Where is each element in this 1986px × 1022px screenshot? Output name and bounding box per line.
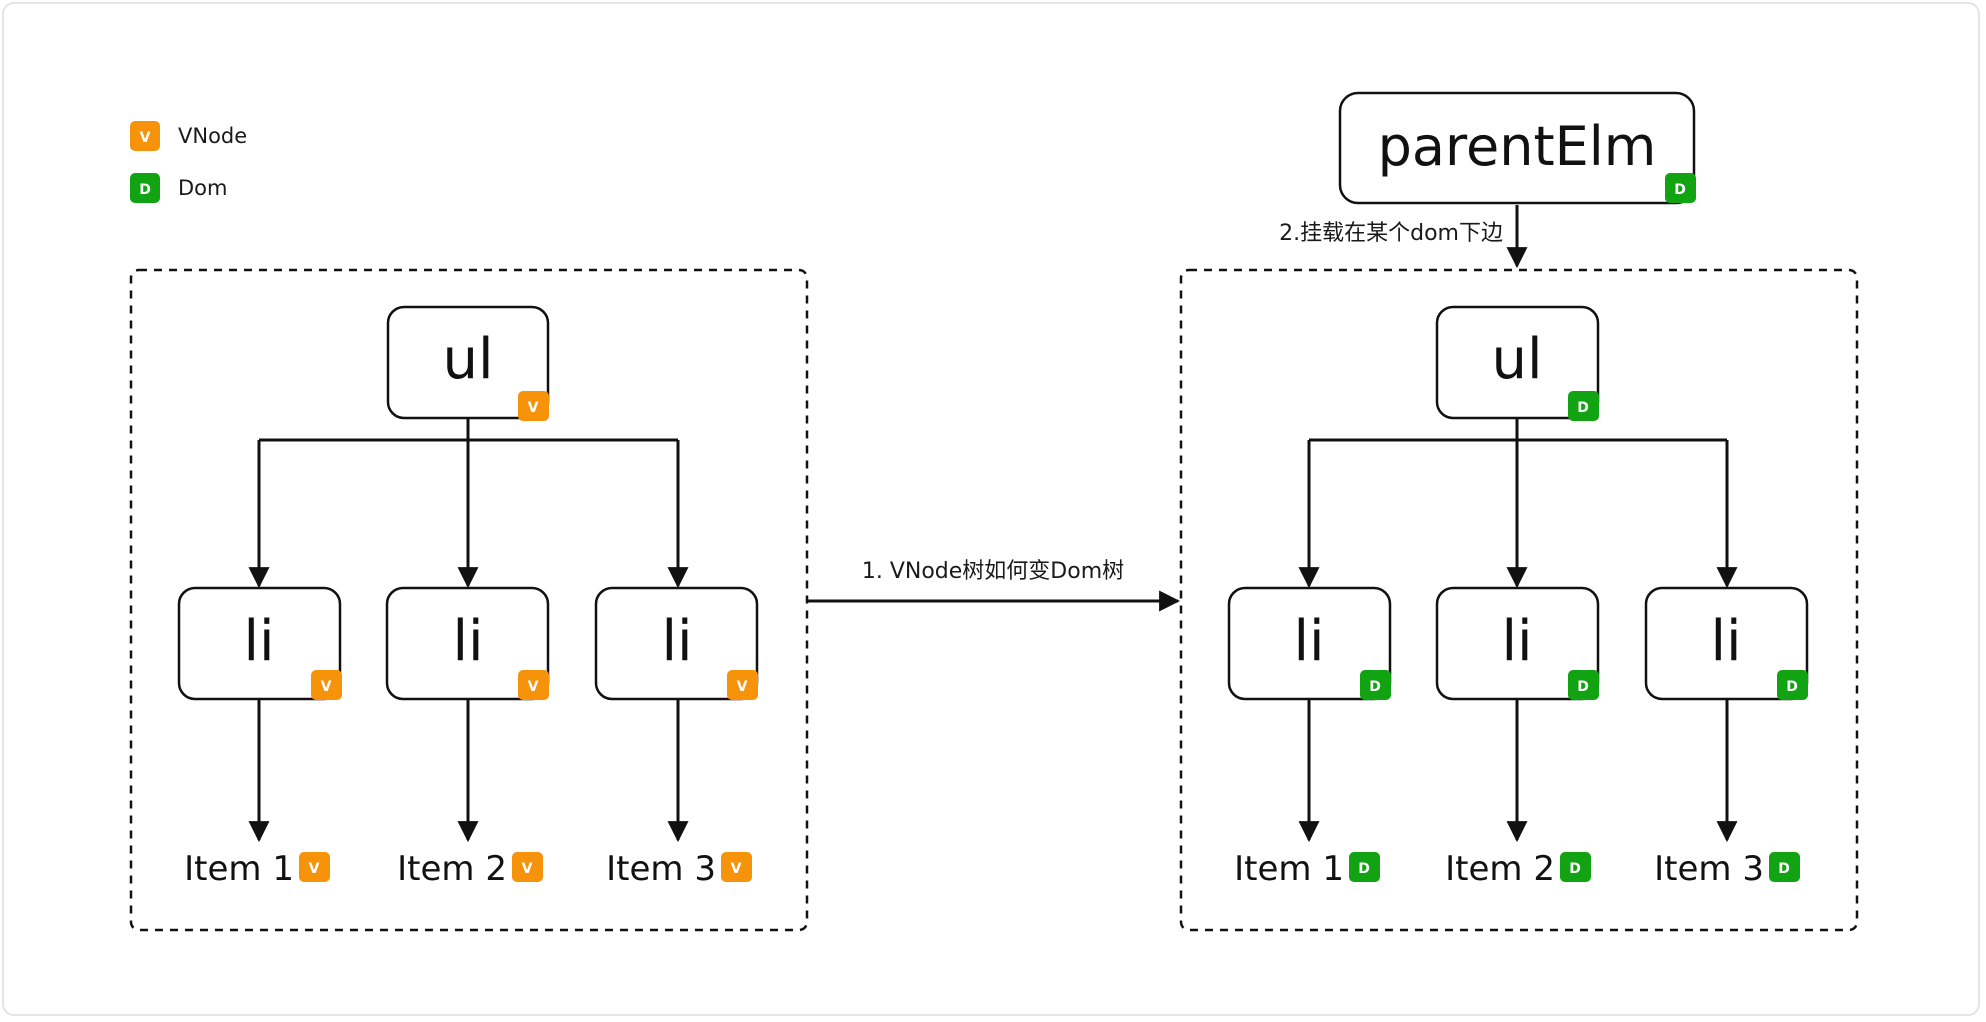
transform-label: 1. VNode树如何变Dom树: [862, 559, 1124, 584]
vnode-text-node-1: Item 1 V: [184, 849, 330, 889]
legend-dom-label: Dom: [178, 176, 227, 200]
dom-ul-badge: [1568, 391, 1599, 421]
parent-elm-label: parentElm: [1378, 115, 1657, 178]
dom-li-badge-text-1: D: [1369, 679, 1381, 695]
dom-ul-box: [1435, 305, 1600, 420]
vnode-ul-badge-text: V: [528, 400, 539, 416]
vnode-li-badge-2: [518, 670, 549, 700]
parent-elm-box: [1338, 91, 1696, 205]
dom-ul-node: ul D: [1435, 305, 1600, 421]
transform-edge: 1. VNode树如何变Dom树: [808, 559, 1181, 612]
mount-label: 2.挂载在某个dom下边: [1279, 221, 1503, 246]
legend-vnode-label: VNode: [178, 124, 247, 148]
legend-vnode-badge: V: [140, 130, 151, 146]
parent-elm-badge-text: D: [1674, 182, 1686, 198]
legend: V VNode D Dom: [130, 121, 247, 203]
dom-text-badge-text-2: D: [1569, 861, 1581, 877]
vnode-li-node-2: li V: [385, 586, 550, 701]
vnode-ul-badge: [518, 391, 549, 421]
legend-dom-swatch: [130, 173, 160, 203]
dom-li-badge-text-2: D: [1577, 679, 1589, 695]
vnode-text-badge-text-3: V: [731, 861, 742, 877]
parent-elm-node: parentElm D: [1338, 91, 1696, 205]
vnode-tree-container: [129, 268, 809, 932]
dom-li-badge-text-3: D: [1786, 679, 1798, 695]
dom-tree-edges: [1298, 418, 1738, 843]
vnode-li-badge-text-2: V: [528, 679, 539, 695]
dom-li-node-2: li D: [1435, 586, 1600, 701]
vnode-text-node-3: Item 3 V: [606, 849, 752, 889]
vnode-text-badge-3: [721, 852, 752, 882]
vnode-text-node-2: Item 2 V: [397, 849, 543, 889]
vnode-li-badge-3: [727, 670, 758, 700]
legend-dom-badge: D: [139, 182, 151, 198]
vnode-li-box-3: [594, 586, 759, 701]
legend-vnode: V VNode: [130, 121, 247, 151]
dom-li-box-3: [1644, 586, 1809, 701]
dom-li-label-1: li: [1293, 609, 1324, 674]
vnode-li-badge-text-3: V: [737, 679, 748, 695]
vnode-text-badge-1: [299, 852, 330, 882]
dom-li-label-2: li: [1501, 609, 1532, 674]
dom-text-badge-text-1: D: [1358, 861, 1370, 877]
dom-li-label-3: li: [1710, 609, 1741, 674]
dom-text-node-3: Item 3 D: [1654, 849, 1800, 889]
vnode-text-badge-text-2: V: [522, 861, 533, 877]
vnode-text-badge-2: [512, 852, 543, 882]
dom-text-label-2: Item 2: [1445, 849, 1555, 889]
vnode-li-badge-1: [311, 670, 342, 700]
dom-li-node-1: li D: [1227, 586, 1392, 701]
parent-elm-badge: [1665, 173, 1696, 203]
vnode-li-box-1: [177, 586, 342, 701]
legend-vnode-swatch: [130, 121, 160, 151]
vnode-tree-edges: [248, 418, 689, 843]
legend-dom: D Dom: [130, 173, 227, 203]
vnode-text-label-3: Item 3: [606, 849, 716, 889]
vnode-li-badge-text-1: V: [321, 679, 332, 695]
vnode-li-label-1: li: [243, 609, 274, 674]
dom-li-badge-2: [1568, 670, 1599, 700]
vnode-li-node-3: li V: [594, 586, 759, 701]
dom-text-label-1: Item 1: [1234, 849, 1344, 889]
vnode-ul-box: [386, 305, 550, 420]
vnode-li-label-3: li: [661, 609, 692, 674]
dom-text-badge-2: [1560, 852, 1591, 882]
vnode-tree: ul V li V li V li V Item 1 V: [177, 305, 759, 889]
dom-li-node-3: li D: [1644, 586, 1809, 701]
dom-text-node-2: Item 2 D: [1445, 849, 1591, 889]
dom-tree-container: [1179, 268, 1859, 932]
dom-li-box-1: [1227, 586, 1392, 701]
dom-li-badge-3: [1777, 670, 1808, 700]
dom-li-box-2: [1435, 586, 1600, 701]
dom-text-node-1: Item 1 D: [1234, 849, 1380, 889]
vnode-ul-label: ul: [442, 327, 493, 392]
dom-text-label-3: Item 3: [1654, 849, 1764, 889]
dom-text-badge-text-3: D: [1778, 861, 1790, 877]
dom-ul-badge-text: D: [1577, 400, 1589, 416]
mount-edge: 2.挂载在某个dom下边: [1279, 205, 1528, 269]
dom-text-badge-3: [1769, 852, 1800, 882]
vnode-li-box-2: [385, 586, 550, 701]
dom-ul-label: ul: [1491, 327, 1542, 392]
vnode-text-label-2: Item 2: [397, 849, 507, 889]
dom-text-badge-1: [1349, 852, 1380, 882]
vnode-text-badge-text-1: V: [309, 861, 320, 877]
vnode-ul-node: ul V: [386, 305, 550, 421]
vnode-li-label-2: li: [452, 609, 483, 674]
vnode-text-label-1: Item 1: [184, 849, 294, 889]
dom-li-badge-1: [1360, 670, 1391, 700]
dom-tree: ul D li D li D li D Item 1 D Ite: [1227, 305, 1809, 889]
vnode-li-node-1: li V: [177, 586, 342, 701]
